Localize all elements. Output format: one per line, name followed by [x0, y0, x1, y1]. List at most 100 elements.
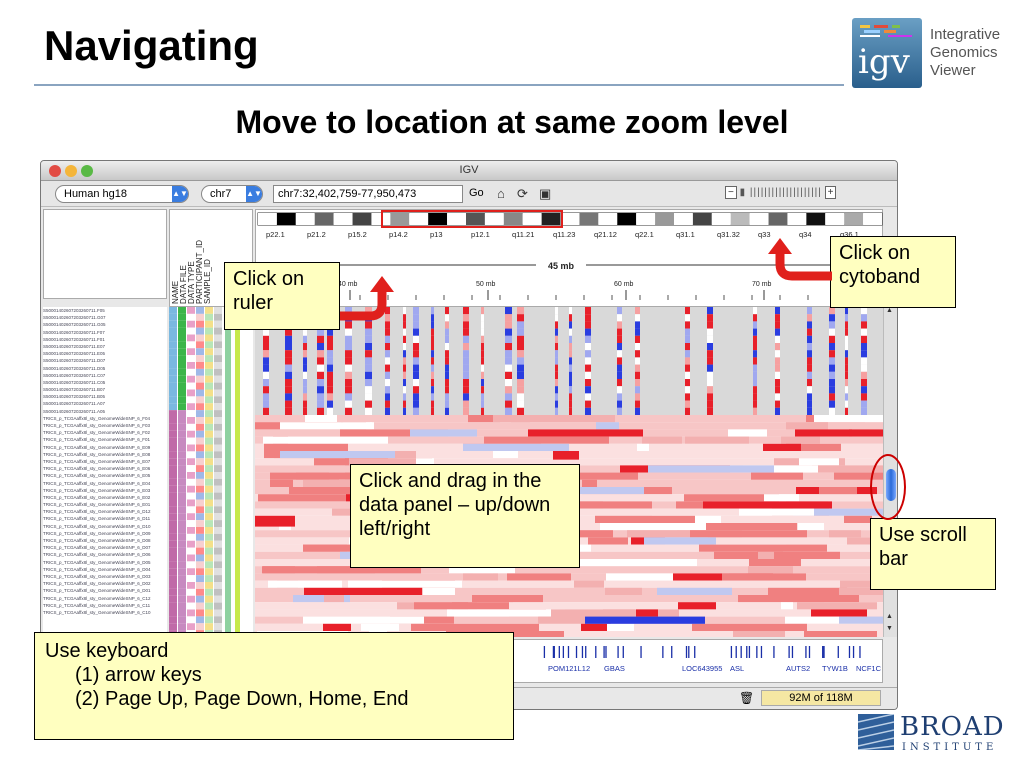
cytoband[interactable]: [692, 213, 712, 225]
cytoband[interactable]: [447, 213, 466, 225]
cytoband[interactable]: [579, 213, 599, 225]
sample-name[interactable]: S50001402607203260711.F01: [43, 336, 105, 342]
sample-name[interactable]: S50001402607203260711.E07: [43, 343, 105, 349]
sample-name[interactable]: TRICS_p_TCGAaffx8l_sty_GenomeWideSNP_6_E…: [43, 494, 151, 500]
sample-name[interactable]: TRICS_p_TCGAaffx8l_sty_GenomeWideSNP_6_C…: [43, 602, 151, 608]
sample-name[interactable]: S50001402607203260711.F07: [43, 329, 105, 335]
gene-label[interactable]: POM121L12: [548, 664, 590, 673]
cytoband-label[interactable]: p14.2: [389, 230, 408, 239]
sample-name[interactable]: TRICS_p_TCGAaffx8l_sty_GenomeWideSNP_6_E…: [43, 466, 151, 472]
cytoband-label[interactable]: q11.23: [553, 230, 575, 239]
sample-name[interactable]: TRICS_p_TCGAaffx8l_sty_GenomeWideSNP_6_D…: [43, 545, 151, 551]
sample-name[interactable]: TRICS_p_TCGAaffx8l_sty_GenomeWideSNP_6_D…: [43, 509, 151, 515]
sample-name[interactable]: TRICS_p_TCGAaffx8l_sty_GenomeWideSNP_6_E…: [43, 480, 151, 486]
cytoband[interactable]: [560, 213, 580, 225]
window-titlebar[interactable]: IGV: [41, 161, 897, 181]
zoom-widget[interactable]: − ▮ |||||||||||||||||||| +: [725, 186, 885, 201]
sample-name[interactable]: TRICS_p_TCGAaffx8l_sty_GenomeWideSNP_6_D…: [43, 516, 151, 522]
cytoband-label[interactable]: q22.1: [635, 230, 654, 239]
sample-name[interactable]: S50001402607203260711.A07: [43, 401, 105, 407]
cytoband-label[interactable]: q34: [799, 230, 812, 239]
cytoband[interactable]: [409, 213, 429, 225]
sample-name[interactable]: TRICS_p_TCGAaffx8l_sty_GenomeWideSNP_6_E…: [43, 502, 151, 508]
cytoband[interactable]: [503, 213, 523, 225]
sample-name[interactable]: TRICS_p_TCGAaffx8l_sty_GenomeWideSNP_6_D…: [43, 523, 151, 529]
cytoband[interactable]: [314, 213, 334, 225]
sample-name[interactable]: TRICS_p_TCGAaffx8l_sty_GenomeWideSNP_6_D…: [43, 559, 151, 565]
cytoband[interactable]: [371, 213, 391, 225]
cytoband[interactable]: [466, 213, 485, 225]
ruler-tick-label[interactable]: 50 mb: [476, 281, 496, 288]
sample-name[interactable]: TRICS_p_TCGAaffx8l_sty_GenomeWideSNP_6_E…: [43, 451, 151, 457]
gene-label[interactable]: NCF1C: [856, 664, 882, 673]
ruler-tick-label[interactable]: 70 mb: [752, 281, 772, 288]
sample-name[interactable]: S50001402607203260711.D07: [43, 358, 106, 364]
genome-select[interactable]: Human hg18▲▼: [55, 185, 189, 203]
ruler-tick-label[interactable]: 60 mb: [614, 281, 634, 288]
gene-label[interactable]: GBAS: [604, 664, 625, 673]
sample-name[interactable]: TRICS_p_TCGAaffx8l_sty_GenomeWideSNP_6_E…: [43, 487, 151, 493]
cytoband-label[interactable]: p13: [430, 230, 443, 239]
sample-name[interactable]: S50001402607203260711.C05: [43, 379, 106, 385]
cytoband[interactable]: [617, 213, 637, 225]
scroll-up-arrow[interactable]: ▲: [886, 307, 893, 314]
cytoband[interactable]: [674, 213, 693, 225]
sample-name[interactable]: TRICS_p_TCGAaffx8l_sty_GenomeWideSNP_6_E…: [43, 473, 151, 479]
sample-name[interactable]: TRICS_p_TCGAaffx8l_sty_GenomeWideSNP_6_D…: [43, 588, 151, 594]
sample-name[interactable]: S50001402607203260711.G07: [43, 315, 106, 321]
home-icon[interactable]: ⌂: [497, 186, 505, 201]
cytoband[interactable]: [541, 213, 561, 225]
cytoband-label[interactable]: q11.21: [512, 230, 534, 239]
cytoband[interactable]: [352, 213, 372, 225]
zoom-in-button[interactable]: +: [824, 186, 837, 199]
sample-name[interactable]: TRICS_p_TCGAaffx8l_sty_GenomeWideSNP_6_D…: [43, 552, 151, 558]
zoom-ticks[interactable]: ▮ ||||||||||||||||||||: [739, 187, 822, 198]
sample-name[interactable]: S50001402607203260711.F05: [43, 308, 105, 313]
cytoband[interactable]: [522, 213, 542, 225]
gene-label[interactable]: LOC643955: [682, 664, 722, 673]
cytoband[interactable]: [844, 213, 864, 225]
close-button[interactable]: [49, 165, 61, 177]
cytoband[interactable]: [636, 213, 656, 225]
sample-name[interactable]: S50001402607203260711.E05: [43, 351, 105, 357]
cytoband[interactable]: [711, 213, 731, 225]
gene-label[interactable]: ASL: [730, 664, 744, 673]
cytoband[interactable]: [333, 213, 353, 225]
cytoband[interactable]: [768, 213, 788, 225]
zoom-out-button[interactable]: −: [725, 186, 737, 199]
minimize-button[interactable]: [65, 165, 77, 177]
sample-name[interactable]: S50001402607203260711.C07: [43, 372, 106, 378]
cytoband-label[interactable]: p22.1: [266, 230, 285, 239]
sample-name[interactable]: TRICS_p_TCGAaffx8l_sty_GenomeWideSNP_6_F…: [43, 437, 150, 443]
locus-input[interactable]: chr7:32,402,759-77,950,473: [273, 185, 463, 203]
scroll-down-arrow[interactable]: ▼: [886, 625, 893, 632]
trash-icon[interactable]: 🗑: [739, 691, 755, 705]
attr-header-sample[interactable]: SAMPLE_ID: [203, 259, 212, 304]
cytoband[interactable]: [390, 213, 410, 225]
cytoband-label[interactable]: p15.2: [348, 230, 367, 239]
cytoband[interactable]: [863, 213, 882, 225]
cytoband[interactable]: [295, 213, 315, 225]
cytoband-label[interactable]: q36.1: [840, 230, 859, 239]
cytoband[interactable]: [258, 213, 277, 225]
sample-name[interactable]: TRICS_p_TCGAaffx8l_sty_GenomeWideSNP_6_D…: [43, 538, 151, 543]
cytoband[interactable]: [787, 213, 807, 225]
zoom-button[interactable]: [81, 165, 93, 177]
sample-name[interactable]: S50001402607203260711.G05: [43, 322, 106, 328]
sample-name[interactable]: TRICS_p_TCGAaffx8l_sty_GenomeWideSNP_6_D…: [43, 573, 151, 579]
sample-name[interactable]: TRICS_p_TCGAaffx8l_sty_GenomeWideSNP_6_F…: [43, 430, 150, 436]
cytoband-label[interactable]: q21.12: [594, 230, 617, 239]
cytoband[interactable]: [655, 213, 674, 225]
cytoband[interactable]: [825, 213, 845, 225]
sample-name[interactable]: S50001402607203260711.A05: [43, 408, 105, 414]
sample-name[interactable]: TRICS_p_TCGAaffx8l_sty_GenomeWideSNP_6_E…: [43, 458, 151, 464]
cytoband[interactable]: [598, 213, 618, 225]
sample-name[interactable]: TRICS_p_TCGAaffx8l_sty_GenomeWideSNP_6_D…: [43, 581, 151, 587]
cytoband-label[interactable]: p12.1: [471, 230, 490, 239]
cytoband[interactable]: [276, 213, 296, 225]
cytoband-label[interactable]: q31.32: [717, 230, 740, 239]
sample-name[interactable]: S50001402607203260711.B05: [43, 394, 105, 400]
sample-name[interactable]: TRICS_p_TCGAaffx8l_sty_GenomeWideSNP_6_C…: [43, 595, 151, 601]
sample-name[interactable]: S50001402607203260711.B07: [43, 387, 105, 393]
